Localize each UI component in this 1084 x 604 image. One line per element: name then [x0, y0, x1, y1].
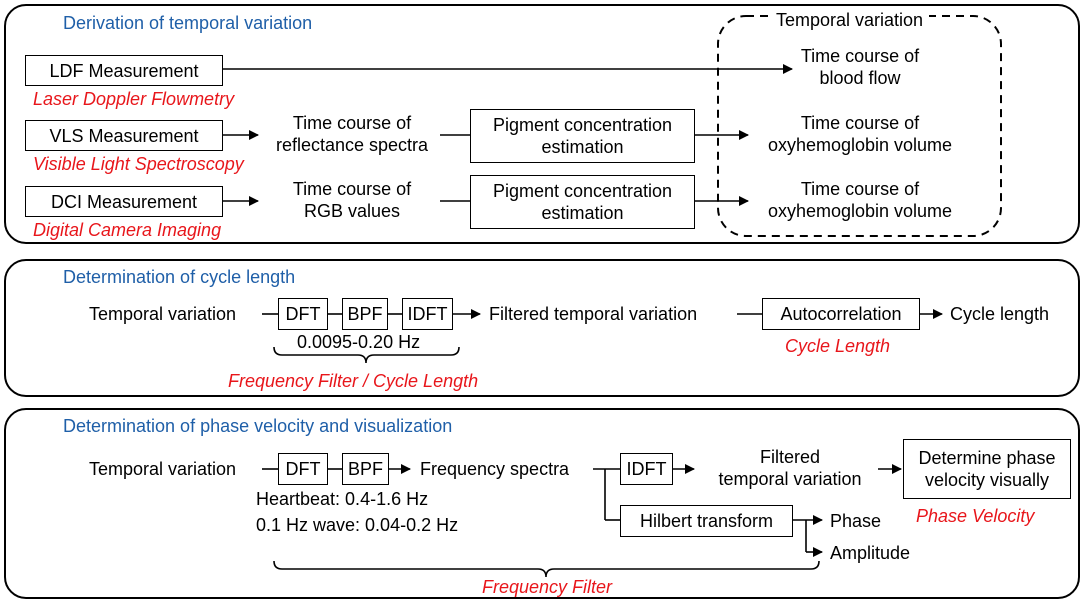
- determine-line1: Determine phase: [918, 448, 1056, 468]
- dci-output-label: Time course of RGB values: [262, 178, 442, 222]
- pigment-estimation-box-vls: Pigment concentration estimation: [470, 109, 695, 163]
- phase-input-label: Temporal variation: [89, 459, 237, 479]
- dci-output-line1: Time course of: [292, 179, 412, 199]
- panel2-title: Determination of cycle length: [63, 267, 296, 287]
- phase-filtered-line1: Filtered: [759, 447, 821, 467]
- oxy-line1: Time course of: [800, 179, 920, 199]
- amplitude-output-label: Amplitude: [830, 543, 911, 563]
- phase-filter-note: Frequency Filter: [482, 577, 613, 597]
- dci-measurement-box: DCI Measurement: [25, 186, 223, 217]
- pigment-line1: Pigment concentration: [492, 115, 673, 135]
- vls-output-line2: reflectance spectra: [275, 135, 429, 155]
- determine-line2: velocity visually: [924, 470, 1050, 490]
- cycle-bpf-box: BPF: [342, 298, 388, 330]
- phase-idft-box: IDFT: [620, 453, 673, 485]
- dci-note: Digital Camera Imaging: [33, 220, 222, 240]
- panel-phase-velocity: [4, 408, 1080, 599]
- oxy-line2: oxyhemoglobin volume: [767, 201, 953, 221]
- determine-velocity-box: Determine phase velocity visually: [903, 439, 1071, 499]
- oxyhemoglobin-output-vls: Time course of oxyhemoglobin volume: [730, 112, 990, 156]
- phase-bpf-box: BPF: [342, 453, 389, 485]
- vls-output-label: Time course of reflectance spectra: [262, 112, 442, 156]
- cycle-filtered-label: Filtered temporal variation: [489, 304, 698, 324]
- phase-dft-box: DFT: [278, 453, 328, 485]
- panel3-title: Determination of phase velocity and visu…: [63, 416, 453, 436]
- cycle-dft-box: DFT: [278, 298, 328, 330]
- panel1-title: Derivation of temporal variation: [63, 13, 313, 33]
- vls-output-line1: Time course of: [292, 113, 412, 133]
- wave-band-label: 0.1 Hz wave: 0.04-0.2 Hz: [256, 515, 459, 535]
- vls-note: Visible Light Spectroscopy: [33, 154, 244, 174]
- phase-filtered-line2: temporal variation: [718, 469, 862, 489]
- blood-flow-line2: blood flow: [819, 68, 901, 88]
- autocorrelation-box: Autocorrelation: [762, 298, 920, 330]
- oxyhemoglobin-output-dci: Time course of oxyhemoglobin volume: [730, 178, 990, 222]
- panel-cycle-length: [4, 259, 1080, 397]
- ldf-measurement-box: LDF Measurement: [25, 55, 223, 86]
- cycle-input-label: Temporal variation: [89, 304, 237, 324]
- oxy-line2: oxyhemoglobin volume: [767, 135, 953, 155]
- phase-filtered-label: Filtered temporal variation: [690, 446, 890, 490]
- oxy-line1: Time course of: [800, 113, 920, 133]
- vls-measurement-box: VLS Measurement: [25, 120, 223, 151]
- temporal-variation-group-label: Temporal variation: [770, 9, 930, 31]
- heartbeat-band-label: Heartbeat: 0.4-1.6 Hz: [256, 489, 429, 509]
- cycle-filter-note: Frequency Filter / Cycle Length: [228, 371, 479, 391]
- cycle-band-label: 0.0095-0.20 Hz: [297, 332, 421, 352]
- panel-derivation: [4, 4, 1080, 244]
- hilbert-transform-box: Hilbert transform: [620, 505, 793, 537]
- blood-flow-line1: Time course of: [800, 46, 920, 66]
- autocorrelation-note: Cycle Length: [785, 336, 891, 356]
- phase-velocity-note: Phase Velocity: [916, 506, 1035, 526]
- blood-flow-output: Time course of blood flow: [730, 45, 990, 89]
- ldf-note: Laser Doppler Flowmetry: [33, 89, 235, 109]
- frequency-spectra-label: Frequency spectra: [420, 459, 570, 479]
- pigment-estimation-box-dci: Pigment concentration estimation: [470, 175, 695, 229]
- cycle-idft-box: IDFT: [402, 298, 453, 330]
- dci-output-line2: RGB values: [303, 201, 401, 221]
- pigment-line1: Pigment concentration: [492, 181, 673, 201]
- cycle-length-output: Cycle length: [950, 304, 1050, 324]
- phase-output-label: Phase: [830, 511, 882, 531]
- pigment-line2: estimation: [541, 137, 624, 157]
- pigment-line2: estimation: [541, 203, 624, 223]
